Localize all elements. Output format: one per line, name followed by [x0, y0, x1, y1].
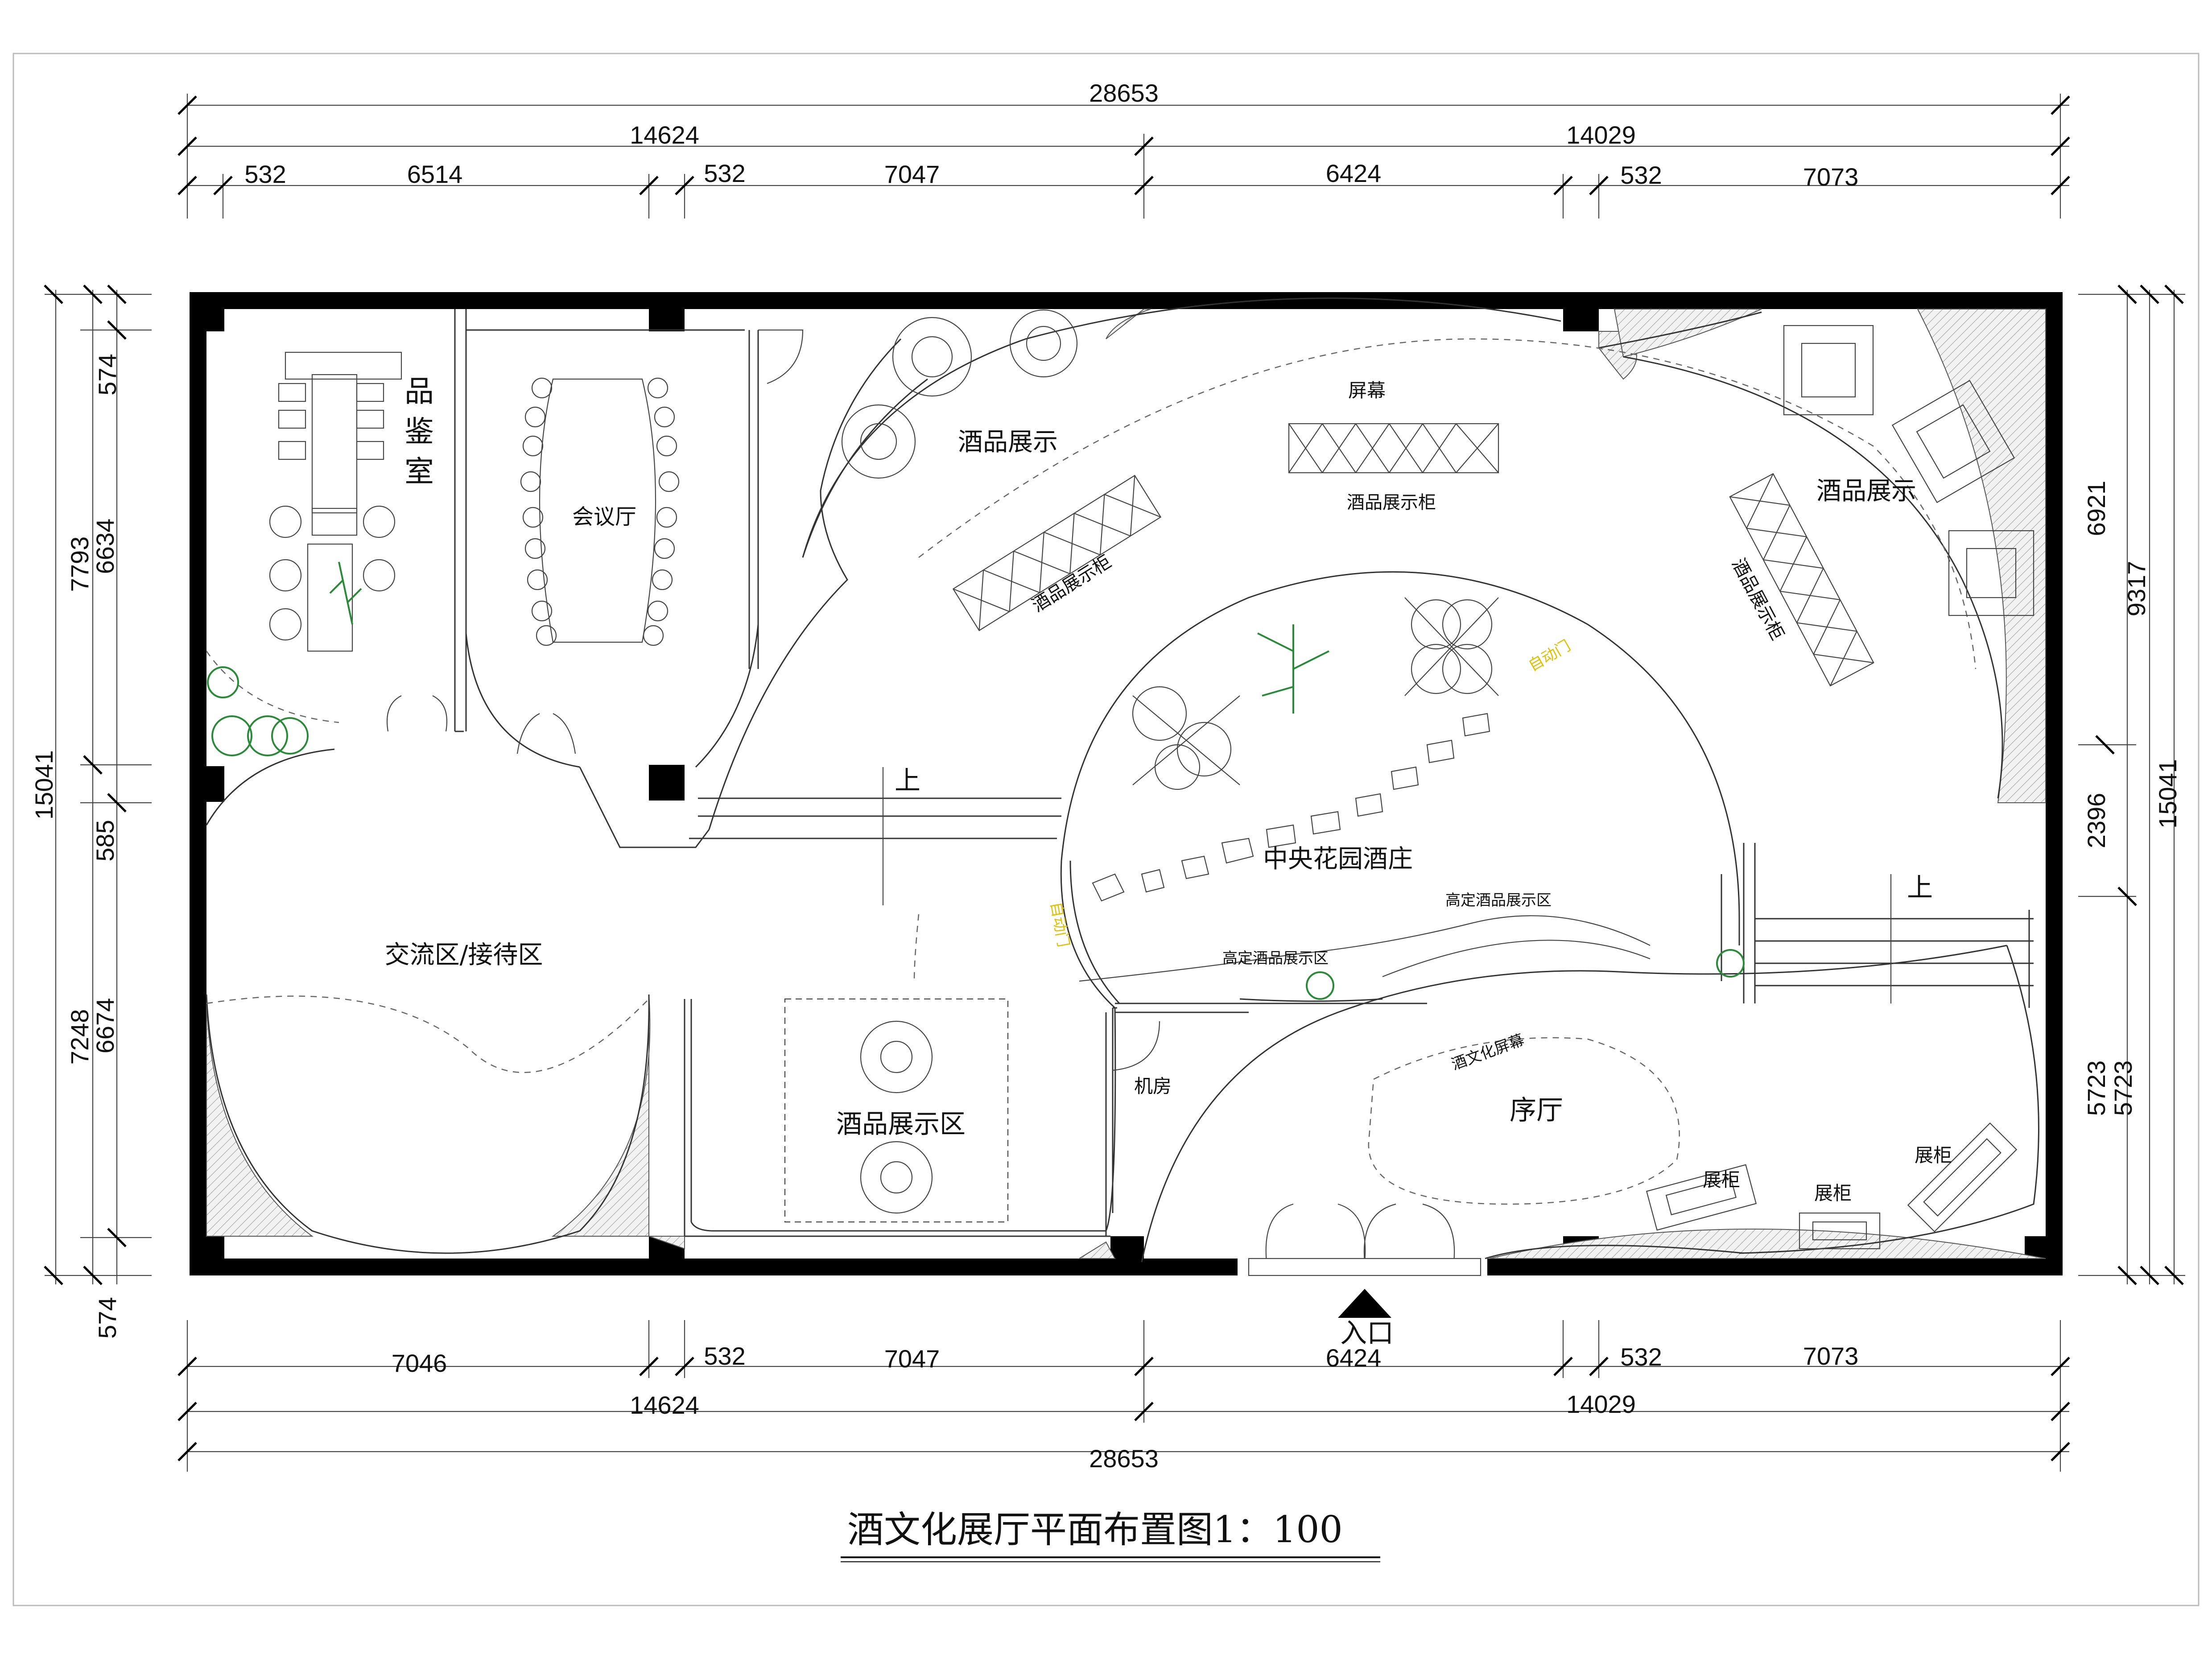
premium-zone-label: 高定酒品展示区 [1445, 891, 1552, 909]
entrance-arrow-icon [1338, 1289, 1391, 1318]
left-inner-dim: 6634 [91, 519, 119, 574]
cabinet-label: 展柜 [1814, 1182, 1852, 1204]
meeting-room-furniture [520, 377, 680, 646]
top-seg-dim: 532 [1620, 161, 1662, 189]
drawing-title: 酒文化展厅平面布置图1：100 [841, 1509, 1380, 1562]
tasting-room-furniture [269, 351, 402, 652]
bottom-seg-dim: 532 [1620, 1343, 1662, 1371]
left-total-dim: 15041 [30, 750, 58, 820]
top-seg-dim: 7047 [884, 160, 940, 188]
top-right-half-dim: 14029 [1566, 121, 1636, 149]
left-outer-dim: 574 [93, 1297, 121, 1338]
room-labels: 品 鉴 室 会议厅 酒品展示 屏幕 酒品展示柜 酒品展示柜 酒品展示 酒品展示柜… [385, 374, 1952, 1204]
tasting-room-label: 品 [404, 374, 434, 409]
wine-display-label: 酒品展示 [1816, 477, 1916, 506]
premium-zone-label: 高定酒品展示区 [1222, 949, 1329, 967]
tasting-room-label: 室 [404, 454, 434, 489]
stairs-up-label: 上 [895, 765, 920, 796]
entrance-label: 入口 [1340, 1318, 1394, 1349]
entrance-marker: 入口 [1338, 1289, 1394, 1349]
auto-door-label: 自动门 [1047, 901, 1072, 949]
right-inner-dim: 5723 [2109, 1061, 2137, 1116]
hatched-areas [206, 309, 2046, 1259]
page-frame [12, 53, 2200, 1606]
stairs-up-label: 上 [1907, 872, 1933, 903]
left-inner-dim: 585 [91, 820, 119, 861]
auto-door-label: 自动门 [1526, 637, 1573, 675]
bottom-seg-dim: 7073 [1803, 1342, 1859, 1370]
central-garden-boundary [206, 297, 2039, 1263]
wine-cabinet-label: 酒品展示柜 [1347, 492, 1436, 513]
reception-label: 交流区/接待区 [385, 941, 543, 970]
wine-display-stands [784, 309, 2035, 1250]
right-total-dim: 15041 [2154, 759, 2182, 829]
bottom-seg-dim: 532 [704, 1342, 745, 1370]
left-dimensions: 15041 574 7793 7248 574 6634 585 6674 [30, 285, 152, 1339]
machine-room-label: 机房 [1134, 1075, 1172, 1097]
bottom-dimensions: 7046 532 7047 6424 532 7073 14624 14029 … [177, 1320, 2070, 1473]
bottom-seg-dim: 7046 [392, 1349, 447, 1377]
bottom-seg-dim: 6424 [1326, 1344, 1382, 1372]
wine-display-label: 酒品展示 [958, 428, 1058, 457]
cabinet-label: 展柜 [1915, 1144, 1952, 1166]
right-outer-dim: 6921 [2082, 481, 2110, 536]
bottom-seg-dim: 7047 [884, 1345, 940, 1373]
left-outer-dim: 7248 [66, 1009, 94, 1065]
culture-screen-label: 酒文化屏幕 [1449, 1031, 1527, 1074]
interior-walls [454, 309, 2034, 1237]
cabinet-label: 展柜 [1703, 1169, 1740, 1191]
left-outer-dim: 7793 [66, 536, 94, 592]
top-seg-dim: 6424 [1326, 159, 1382, 187]
right-outer-dim: 9317 [2122, 561, 2150, 617]
dashed-curves [206, 338, 1977, 1205]
top-seg-dim: 7073 [1803, 163, 1859, 191]
bottom-left-half-dim: 14624 [630, 1391, 699, 1419]
bottom-total-dim: 28653 [1089, 1444, 1159, 1473]
right-inner-dim: 2396 [2082, 793, 2110, 849]
wine-display-zone-label: 酒品展示区 [836, 1109, 966, 1139]
central-garden-label: 中央花园酒庄 [1263, 845, 1413, 874]
top-seg-dim: 532 [704, 159, 745, 187]
wine-cabinet-label: 酒品展示柜 [1728, 555, 1788, 644]
top-seg-dim: 532 [244, 160, 286, 188]
tasting-room-label: 鉴 [404, 414, 434, 449]
top-dimensions: 28653 14624 14029 532 6514 532 7047 6424… [177, 79, 2070, 219]
top-left-half-dim: 14624 [630, 121, 699, 149]
top-total-dim: 28653 [1089, 79, 1159, 107]
garden-features [207, 597, 1745, 1000]
drawing-title-text: 酒文化展厅平面布置图1：100 [847, 1509, 1343, 1551]
right-dimensions: 6921 9317 15041 2396 5723 5723 [2078, 285, 2185, 1285]
left-outer-dim: 574 [93, 354, 121, 395]
right-inner-dim: 5723 [2082, 1061, 2110, 1116]
screen-label: 屏幕 [1348, 380, 1386, 401]
lobby-label: 序厅 [1510, 1095, 1563, 1126]
bottom-right-half-dim: 14029 [1566, 1390, 1636, 1418]
meeting-room-label: 会议厅 [572, 504, 636, 529]
exterior-walls [190, 292, 2063, 1275]
doors [386, 329, 1482, 1276]
top-seg-dim: 6514 [407, 160, 463, 188]
left-inner-dim: 6674 [91, 998, 119, 1054]
